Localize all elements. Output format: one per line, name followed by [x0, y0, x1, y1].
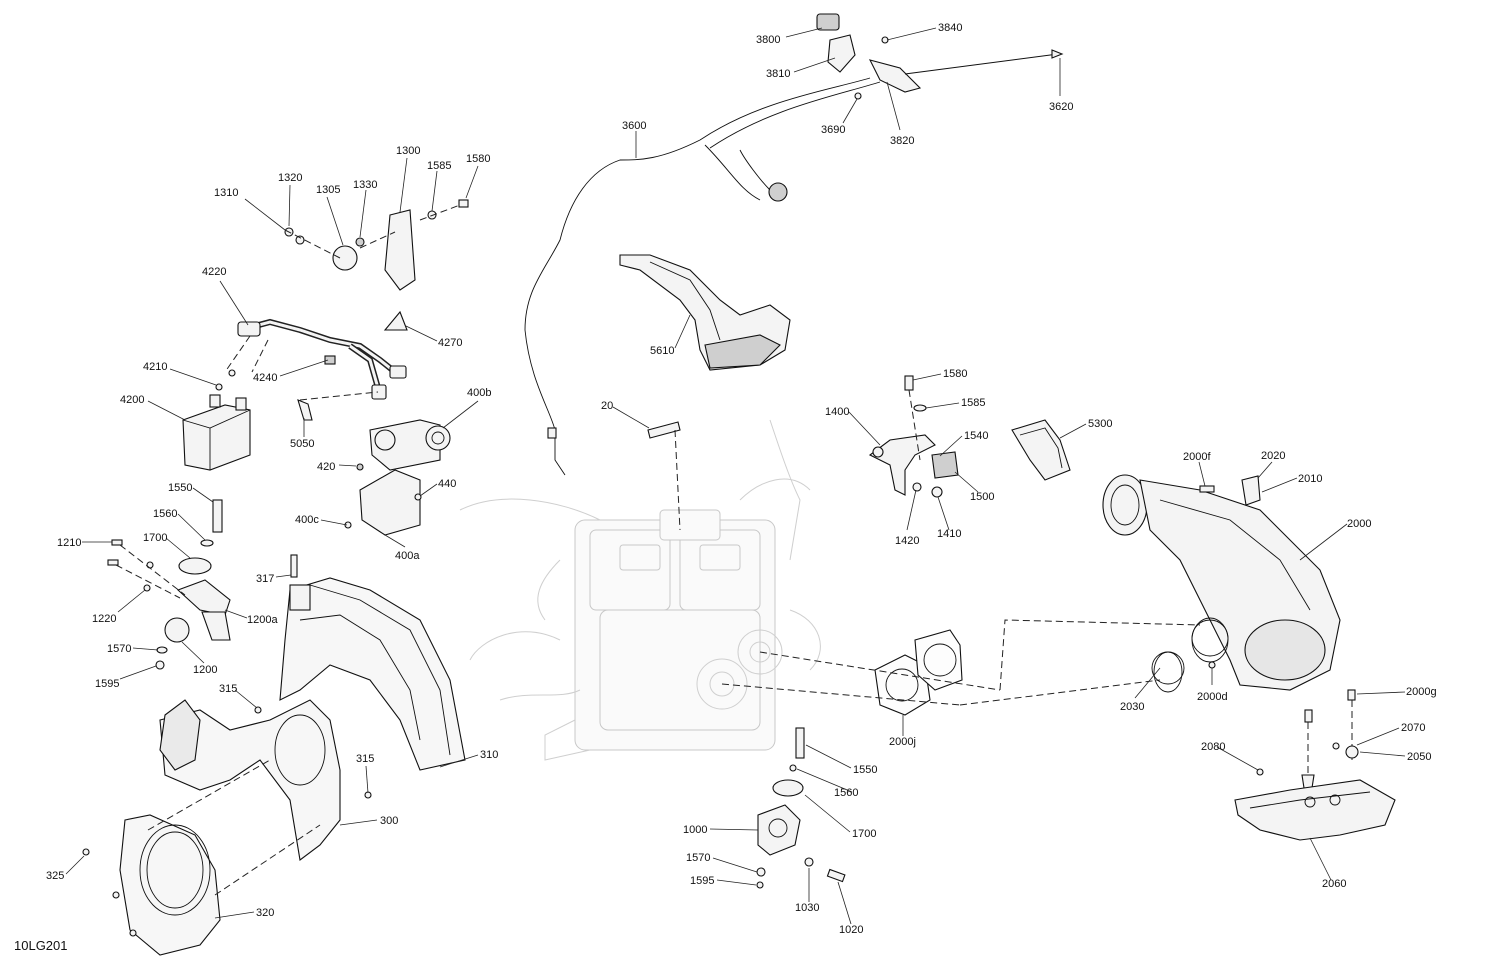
callout-2000: 2000: [1347, 518, 1371, 530]
mount-1200-group: [107, 499, 231, 670]
cover-310: [279, 554, 466, 771]
callout-2050: 2050: [1407, 751, 1431, 763]
callout-325: 325: [46, 870, 64, 882]
engine-ghost: [459, 419, 821, 761]
callout-3840: 3840: [938, 22, 962, 34]
callout-5050: 5050: [290, 438, 314, 450]
callout-1400: 1400: [825, 406, 849, 418]
callout-1500: 1500: [970, 491, 994, 503]
callout-2000j: 2000j: [889, 736, 916, 748]
callout-1580b: 1580: [943, 368, 967, 380]
callout-1540: 1540: [964, 430, 988, 442]
mount-1400: [868, 375, 959, 498]
callout-1320: 1320: [278, 172, 302, 184]
callout-317: 317: [256, 573, 274, 585]
callout-4200: 4200: [120, 394, 144, 406]
callout-300: 300: [380, 815, 398, 827]
callout-1020: 1020: [839, 924, 863, 936]
callout-4240: 4240: [253, 372, 277, 384]
callout-3820: 3820: [890, 135, 914, 147]
callout-400a: 400a: [395, 550, 420, 562]
throttle-cable-assembly: [524, 13, 1064, 476]
callout-440: 440: [438, 478, 456, 490]
callout-1310: 1310: [214, 187, 238, 199]
module-4200: [182, 369, 313, 471]
callout-1000: 1000: [683, 824, 707, 836]
callout-1560b: 1560: [834, 787, 858, 799]
harness-4220: [224, 310, 408, 401]
callout-1550b: 1550: [853, 764, 877, 776]
callout-1595a: 1595: [95, 678, 119, 690]
callout-1210: 1210: [57, 537, 81, 549]
callout-1700a: 1700: [143, 532, 167, 544]
callout-3800: 3800: [756, 34, 780, 46]
callout-5610: 5610: [650, 345, 674, 357]
callout-315b: 315: [356, 753, 374, 765]
callout-3600: 3600: [622, 120, 646, 132]
callout-4270: 4270: [438, 337, 462, 349]
callout-310: 310: [480, 749, 498, 761]
callout-1305: 1305: [316, 184, 340, 196]
callout-1570a: 1570: [107, 643, 131, 655]
callout-3690: 3690: [821, 124, 845, 136]
callout-3810: 3810: [766, 68, 790, 80]
mount-1000: [756, 727, 846, 889]
callout-1200a: 1200a: [247, 614, 278, 626]
callout-400c: 400c: [295, 514, 319, 526]
callout-20: 20: [601, 400, 613, 412]
bracket-1300-group: [284, 199, 469, 291]
callout-1420: 1420: [895, 535, 919, 547]
pin-20: [647, 421, 681, 531]
cover-300: [159, 699, 372, 861]
part-5300: [1011, 419, 1071, 481]
callout-1410: 1410: [937, 528, 961, 540]
callout-2000f: 2000f: [1183, 451, 1211, 463]
callout-400b: 400b: [467, 387, 491, 399]
callout-2070: 2070: [1401, 722, 1425, 734]
drawing-code: 10LG201: [14, 938, 68, 953]
callout-1550a: 1550: [168, 482, 192, 494]
callout-1585b: 1585: [961, 397, 985, 409]
callout-3620: 3620: [1049, 101, 1073, 113]
callout-1595b: 1595: [690, 875, 714, 887]
callout-labels: 3800 3840 3810 3620 3690 3820 3600 1300 …: [46, 22, 1437, 936]
callout-4210: 4210: [143, 361, 167, 373]
callout-2060: 2060: [1322, 878, 1346, 890]
base-2060: [1234, 779, 1396, 841]
callout-1560a: 1560: [153, 508, 177, 520]
callout-1570b: 1570: [686, 852, 710, 864]
callout-1580: 1580: [466, 153, 490, 165]
callout-1300: 1300: [396, 145, 420, 157]
callout-420: 420: [317, 461, 335, 473]
cover-320: [82, 759, 321, 956]
callout-2000d: 2000d: [1197, 691, 1228, 703]
gasket-2000j: [721, 619, 1229, 716]
leader-lines: [65, 27, 1406, 925]
callout-2030: 2030: [1120, 701, 1144, 713]
callout-320: 320: [256, 907, 274, 919]
callout-1330: 1330: [353, 179, 377, 191]
callout-315a: 315: [219, 683, 237, 695]
callout-4220: 4220: [202, 266, 226, 278]
callout-2010: 2010: [1298, 473, 1322, 485]
callout-1700b: 1700: [852, 828, 876, 840]
callout-1030: 1030: [795, 902, 819, 914]
callout-1220: 1220: [92, 613, 116, 625]
callout-2020: 2020: [1261, 450, 1285, 462]
callout-1585: 1585: [427, 160, 451, 172]
airbox-2000: [1102, 474, 1359, 789]
callout-5300: 5300: [1088, 418, 1112, 430]
starter-400: [344, 419, 451, 536]
callout-2000g: 2000g: [1406, 686, 1437, 698]
heat-shield-5610: [619, 254, 791, 371]
callout-1200: 1200: [193, 664, 217, 676]
callout-2080: 2080: [1201, 741, 1225, 753]
